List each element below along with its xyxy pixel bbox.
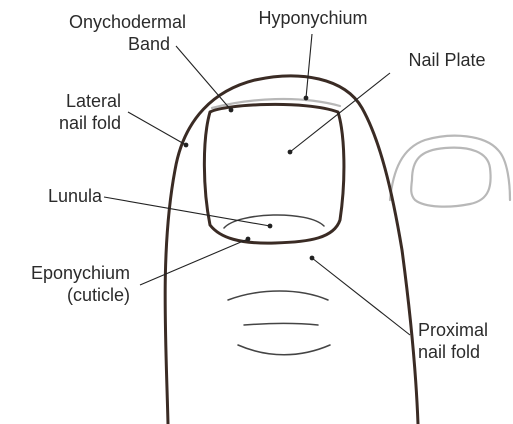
label-onychodermal-band-line2: Band [128, 34, 170, 54]
lunula [224, 215, 324, 228]
neighbor-toe [390, 136, 510, 207]
label-eponychium-line1: Eponychium [31, 263, 130, 283]
toe-outline [165, 76, 418, 424]
skin-creases [228, 291, 330, 355]
label-proximal-nail-fold-line2: nail fold [418, 342, 480, 362]
label-nail-plate: Nail Plate [408, 50, 485, 70]
label-lateral-nail-fold-line2: nail fold [59, 113, 121, 133]
label-proximal-nail-fold-line1: Proximal [418, 320, 488, 340]
label-lateral-nail-fold-line1: Lateral [66, 91, 121, 111]
label-lunula: Lunula [48, 186, 103, 206]
label-hyponychium: Hyponychium [258, 8, 367, 28]
label-onychodermal-band-line1: Onychodermal [69, 12, 186, 32]
label-eponychium-line2: (cuticle) [67, 285, 130, 305]
